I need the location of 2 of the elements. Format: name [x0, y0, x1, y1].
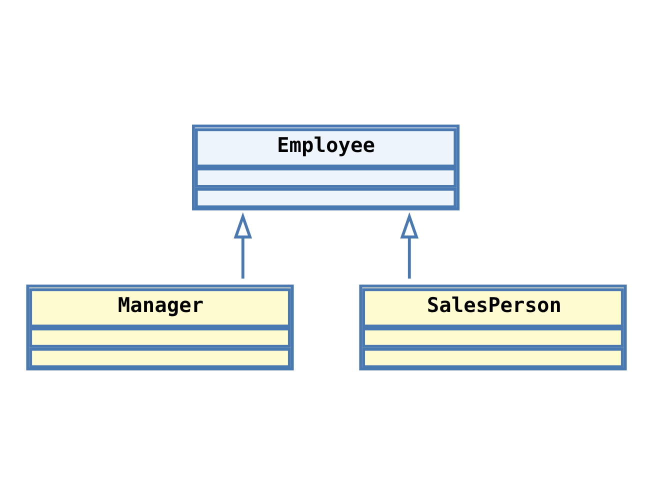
arrow	[234, 212, 252, 279]
arrow	[400, 212, 419, 279]
